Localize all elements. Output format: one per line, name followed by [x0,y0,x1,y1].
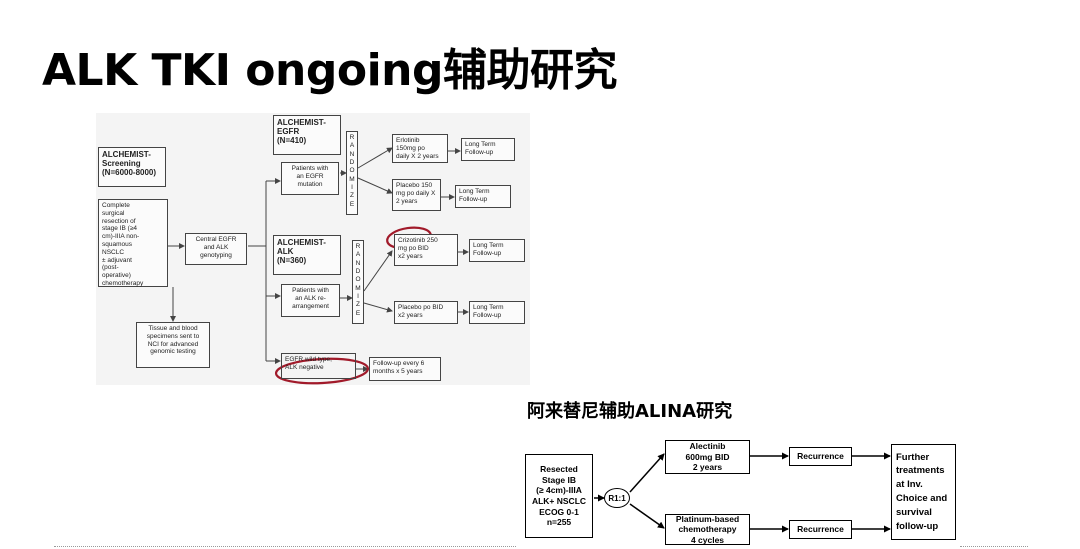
further-treatments-box: Further treatments at Inv. Choice and su… [891,444,956,540]
alchemist-screening-box: ALCHEMIST- Screening (N=6000-8000) [98,147,166,187]
egfr-long-term-followup-1: Long Term Follow-up [461,138,515,161]
alina-connectors [594,452,891,533]
alina-subtitle: 阿来替尼辅助ALINA研究 [527,401,733,422]
slide-title: ALK TKI ongoing辅助研究 [42,45,617,96]
tissue-specimen-box: Tissue and blood specimens sent to NCI f… [136,322,210,368]
genotyping-box: Central EGFR and ALK genotyping [185,233,247,265]
alina-population-box: Resected Stage IB (≥ 4cm)-IIIA ALK+ NSCL… [525,454,593,538]
recurrence-box-1: Recurrence [789,447,852,466]
egfr-patients-box: Patients with an EGFR mutation [281,162,339,195]
placebo-alk-box: Placebo po BID x2 years [394,301,458,324]
bottom-divider-right [960,546,1028,547]
alk-randomize-box: R A N D O M I Z E [352,240,364,324]
randomization-node: R1:1 [604,488,630,508]
egfr-long-term-followup-2: Long Term Follow-up [455,185,511,208]
alk-long-term-followup-1: Long Term Follow-up [469,239,525,262]
eligibility-box: Complete surgical resection of stage IB … [98,199,168,287]
alchemist-trial-diagram: ALCHEMIST- Screening (N=6000-8000) Compl… [96,113,530,385]
recurrence-box-2: Recurrence [789,520,852,539]
alchemist-egfr-box: ALCHEMIST- EGFR (N=410) [273,115,341,155]
wild-type-box: EGFR wild type, ALK negative [281,353,356,379]
egfr-randomize-box: R A N D O M I Z E [346,131,358,215]
alchemist-connectors [168,147,469,385]
alectinib-box: Alectinib 600mg BID 2 years [665,440,750,474]
alk-patients-box: Patients with an ALK re- arrangement [281,284,340,317]
followup-6-months-box: Follow-up every 6 months x 5 years [369,357,441,381]
alk-long-term-followup-2: Long Term Follow-up [469,301,525,324]
chemotherapy-box: Platinum-based chemotherapy 4 cycles [665,514,750,545]
erlotinib-box: Erlotinib 150mg po daily X 2 years [392,134,448,163]
placebo-egfr-box: Placebo 150 mg po daily X 2 years [392,179,441,211]
crizotinib-box: Crizotinib 250 mg po BID x2 years [394,234,458,266]
alina-trial-diagram: Resected Stage IB (≥ 4cm)-IIIA ALK+ NSCL… [522,432,958,547]
bottom-divider-left [54,546,516,547]
alchemist-alk-box: ALCHEMIST- ALK (N=360) [273,235,341,275]
